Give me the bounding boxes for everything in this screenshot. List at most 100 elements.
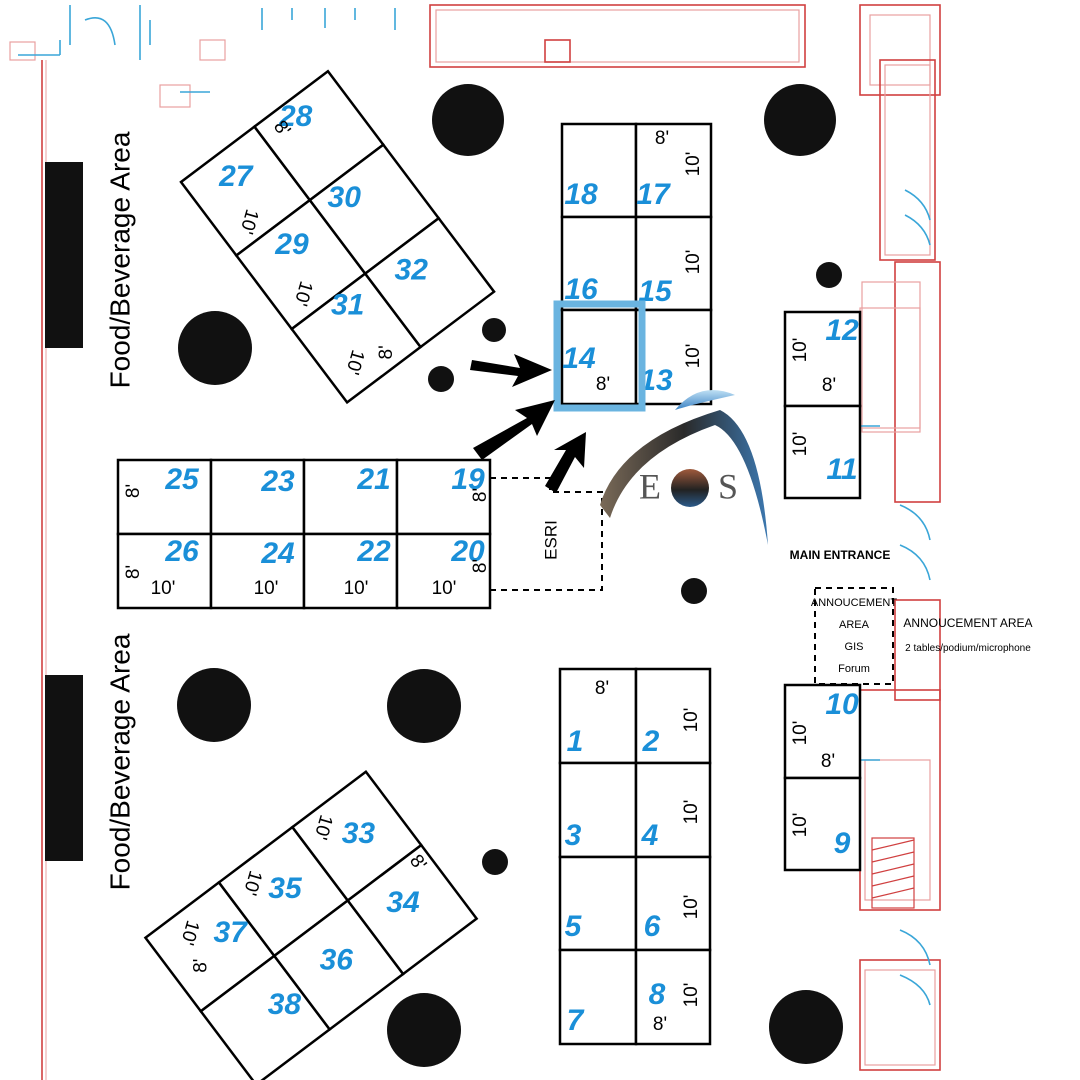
svg-text:8': 8': [822, 375, 836, 396]
booth-22[interactable]: 22 10': [302, 532, 399, 610]
arrow-icon: [545, 432, 586, 493]
booth-20[interactable]: 20 8' 10': [395, 532, 492, 610]
building-walls: [9, 4, 941, 1080]
booth-17[interactable]: 17 8' 10': [634, 122, 713, 219]
svg-text:22: 22: [356, 535, 391, 568]
svg-text:34: 34: [386, 886, 420, 919]
svg-text:8': 8': [470, 488, 491, 502]
svg-text:E: E: [639, 466, 661, 506]
booth-block-1-8: 1 8' 2 10' 3 4 10' 5 6 10' 7: [558, 667, 712, 1046]
svg-text:Forum: Forum: [838, 663, 870, 675]
booth-14[interactable]: 14 8': [560, 308, 638, 406]
svg-text:10': 10': [681, 708, 702, 733]
svg-text:8': 8': [376, 345, 397, 359]
booth-12[interactable]: 12 10' 8': [783, 310, 862, 408]
booth-1[interactable]: 1 8': [558, 667, 638, 765]
pillar: [769, 990, 843, 1064]
svg-text:5: 5: [565, 910, 583, 943]
svg-text:12: 12: [825, 314, 859, 347]
pillar: [432, 84, 504, 156]
svg-text:10': 10': [790, 338, 811, 363]
svg-text:18: 18: [564, 178, 598, 211]
svg-text:25: 25: [164, 463, 200, 496]
pillar: [177, 668, 251, 742]
svg-text:7: 7: [567, 1004, 585, 1037]
booth-13[interactable]: 13 10': [634, 308, 713, 406]
booth-6[interactable]: 6 10': [634, 855, 712, 952]
svg-text:8': 8': [653, 1014, 667, 1035]
main-entrance-label: MAIN ENTRANCE: [790, 548, 891, 562]
booth-26[interactable]: 26 8' 10': [116, 532, 213, 610]
booth-9[interactable]: 9 10': [783, 776, 862, 872]
svg-text:30: 30: [328, 181, 362, 214]
svg-text:6: 6: [644, 910, 661, 943]
booth-11[interactable]: 11 10': [783, 404, 862, 500]
booth-block-11-12: 12 10' 8' 11 10': [783, 310, 862, 500]
pillar: [681, 578, 707, 604]
booth-19[interactable]: 19 8': [395, 458, 492, 536]
booth-5[interactable]: 5: [558, 855, 638, 952]
food-beverage-label-bottom: Food/Beverage Area: [104, 633, 135, 890]
arrow-icon: [473, 400, 555, 460]
booth-16[interactable]: 16: [560, 215, 638, 312]
booth-34[interactable]: 34 8': [346, 843, 479, 976]
booth-8[interactable]: 8 10' 8': [634, 948, 712, 1046]
pillar: [816, 262, 842, 288]
pillar: [387, 669, 461, 743]
booth-block-33-38: 37 10' 8' 35 10' 33 10' 38 36 34 8': [143, 769, 479, 1080]
esri-label: ESRI: [541, 520, 560, 560]
svg-text:8': 8': [123, 565, 144, 579]
booth-23[interactable]: 23: [209, 458, 306, 536]
svg-text:8': 8': [470, 559, 491, 573]
announcement-box[interactable]: ANNOUCEMENT AREA GIS Forum: [811, 587, 897, 685]
food-beverage-counter-top: [45, 162, 83, 348]
svg-text:8': 8': [191, 959, 212, 973]
booth-18[interactable]: 18: [560, 122, 638, 219]
svg-text:10': 10': [151, 578, 176, 599]
svg-text:10': 10': [681, 895, 702, 920]
svg-text:10': 10': [432, 578, 457, 599]
svg-text:28: 28: [278, 100, 313, 133]
svg-text:GIS: GIS: [845, 641, 864, 653]
booth-2[interactable]: 2 10': [634, 667, 712, 765]
svg-text:AREA: AREA: [839, 619, 870, 631]
logo-orb: [671, 469, 709, 507]
svg-text:27: 27: [218, 160, 254, 193]
svg-text:35: 35: [268, 872, 303, 905]
esri-area[interactable]: ESRI: [490, 477, 603, 591]
pillar: [482, 849, 508, 875]
booth-24[interactable]: 24 10': [209, 532, 306, 610]
svg-text:8': 8': [655, 128, 669, 149]
booth-7[interactable]: 7: [558, 948, 638, 1046]
svg-text:21: 21: [356, 463, 390, 496]
arrow-icon: [470, 354, 552, 387]
arrow-icons: [470, 354, 586, 493]
svg-text:11: 11: [826, 453, 857, 486]
pillars: [177, 84, 843, 1067]
booth-3[interactable]: 3: [558, 761, 638, 859]
svg-text:ANNOUCEMENT: ANNOUCEMENT: [811, 597, 897, 609]
svg-text:24: 24: [260, 537, 295, 570]
booth-block-27-32: 27 10' 28 8' 29 10' 30 31 10' 8' 32: [179, 69, 496, 405]
svg-text:20: 20: [450, 535, 485, 568]
booth-block-13-18: 18 17 8' 10' 16 15 10' 14 8' 13 10': [560, 122, 713, 406]
svg-text:37: 37: [214, 916, 249, 949]
svg-text:36: 36: [320, 944, 354, 977]
svg-text:10': 10': [790, 432, 811, 457]
svg-text:8': 8': [821, 751, 835, 772]
svg-text:16: 16: [564, 273, 598, 306]
svg-text:10': 10': [683, 152, 704, 177]
svg-text:10: 10: [825, 688, 859, 721]
booth-21[interactable]: 21: [302, 458, 399, 536]
svg-text:9: 9: [834, 827, 851, 860]
booth-4[interactable]: 4 10': [634, 761, 712, 859]
svg-text:8: 8: [649, 978, 666, 1011]
svg-text:38: 38: [268, 988, 302, 1021]
svg-text:8': 8': [123, 484, 144, 498]
booth-25[interactable]: 25 8': [116, 458, 213, 536]
announcement-area-detail: 2 tables/podium/microphone: [905, 643, 1031, 654]
booth-32[interactable]: 32: [363, 216, 496, 349]
booth-15[interactable]: 15 10': [634, 215, 713, 312]
booth-10[interactable]: 10 10' 8': [783, 683, 862, 780]
